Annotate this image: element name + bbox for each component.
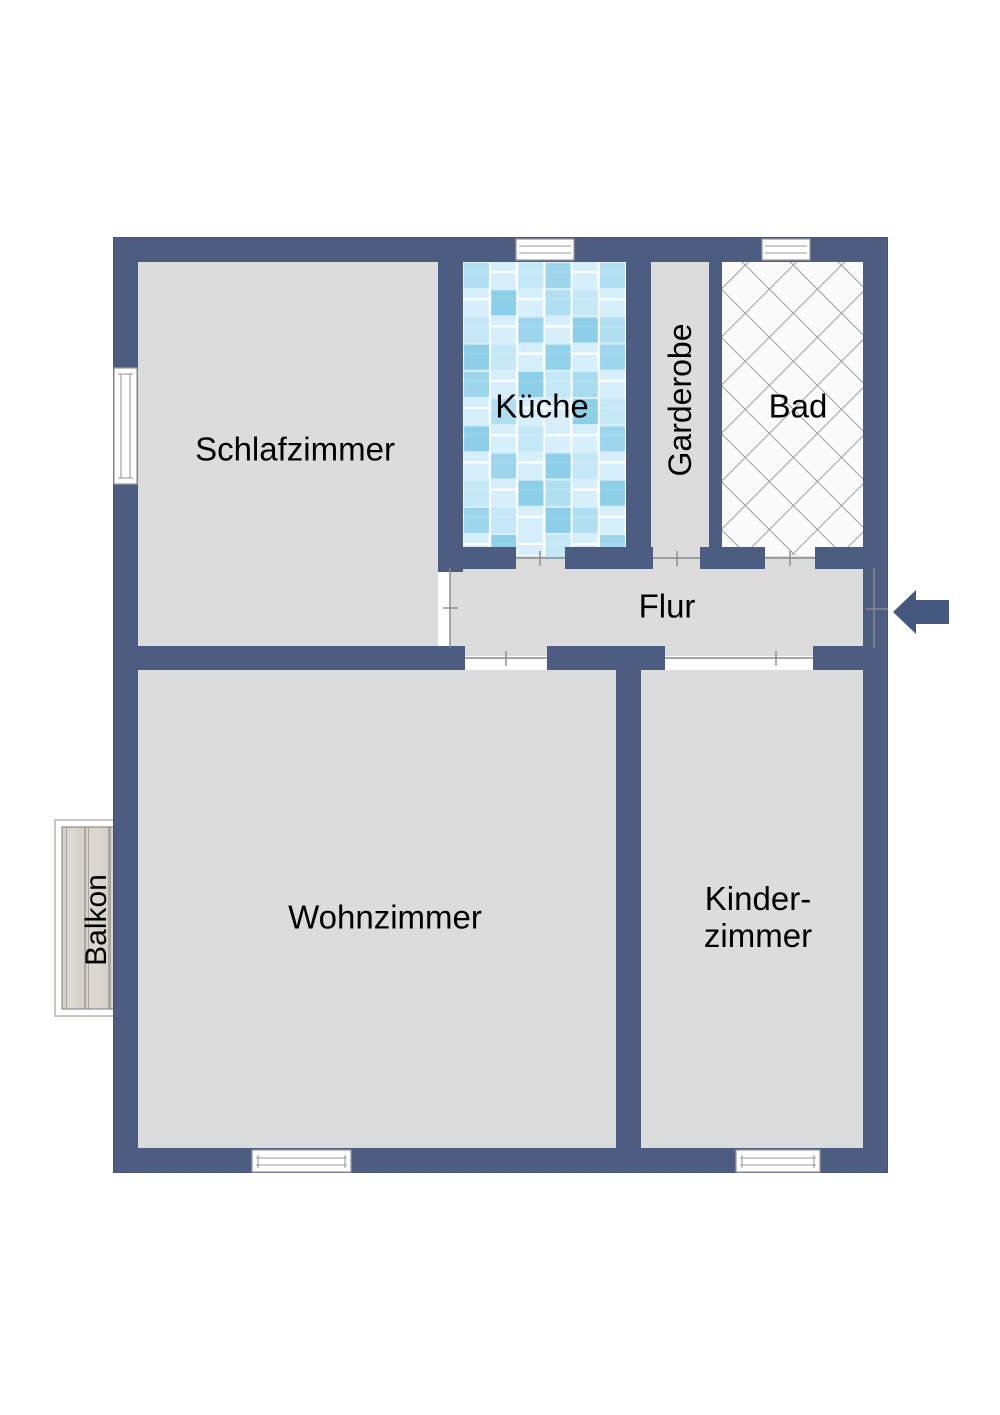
windows (113, 238, 821, 1173)
door-wohnzimmer (465, 651, 547, 666)
door-entrance (866, 568, 888, 648)
room-fill-kinderzimmer (641, 670, 874, 1156)
window-schlafzimmer-west (113, 367, 138, 485)
door-bad (765, 551, 815, 566)
window-kinderzimmer-south (735, 1149, 821, 1173)
room-fill-flur (450, 556, 874, 656)
room-fill-bad (722, 262, 874, 555)
wall-edges (113, 237, 888, 1173)
window-wohnzimmer-south (251, 1149, 352, 1173)
window-bad-north (761, 238, 811, 261)
window-kueche-north (515, 238, 575, 261)
door-kinderzimmer (665, 651, 813, 666)
entrance-arrow (893, 590, 949, 634)
room-fill-schlafzimmer (138, 262, 438, 657)
door-openings (443, 551, 888, 666)
door-schlafzimmer (443, 568, 458, 648)
room-fill-garderobe (651, 262, 709, 556)
room-fill-wohnzimmer (138, 670, 616, 1156)
room-fill-kueche (463, 262, 626, 561)
door-garderobe-flur (653, 551, 700, 566)
door-kueche (516, 551, 565, 566)
